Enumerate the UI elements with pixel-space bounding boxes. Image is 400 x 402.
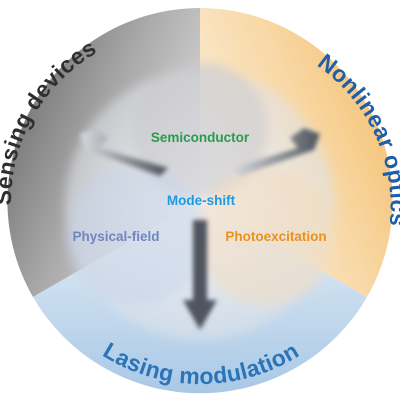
mode-shift-label: Mode-shift [167, 193, 236, 208]
inner-blend [65, 62, 336, 340]
arrow-to-sensing-icon [80, 128, 168, 176]
physical-field-label: Physical-field [72, 229, 159, 244]
photoexcitation-label: Photoexcitation [225, 229, 326, 244]
arrow-to-nonlinear-icon [232, 128, 320, 176]
arrow-to-lasing-icon [183, 220, 217, 330]
semiconductor-label: Semiconductor [151, 130, 250, 145]
arrows [80, 128, 320, 330]
